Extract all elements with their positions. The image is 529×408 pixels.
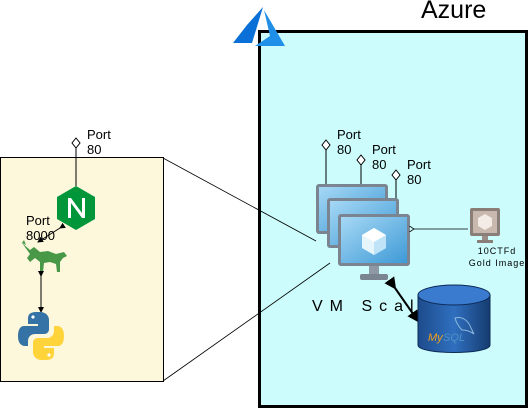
gold-image-label: 10CTFd Gold Image [468, 246, 526, 268]
nginx-gunicorn-arrow [37, 222, 66, 243]
svg-text:My: My [428, 332, 444, 344]
mysql-database-icon: My SQL [417, 284, 491, 353]
vm-port-label-1: Port 80 [337, 127, 361, 157]
svg-text:SQL: SQL [443, 332, 465, 344]
vm-port-label-3: Port 80 [407, 157, 431, 187]
azure-logo-icon [233, 7, 285, 46]
zoom-line-top [162, 157, 317, 242]
nginx-port-label: Port 80 [87, 127, 111, 157]
vm-port-label-2: Port 80 [372, 142, 396, 172]
python-icon [18, 312, 64, 360]
zoom-line-bottom [162, 262, 331, 382]
gold-image-icon [470, 208, 500, 243]
vm-monitor-icon [316, 184, 410, 280]
vm-port-pin-1 [321, 139, 331, 186]
nginx-port-pin [71, 137, 81, 186]
vm-mysql-arrow [384, 276, 420, 323]
azure-title: Azure [421, 0, 487, 24]
gunicorn-unicorn-icon [22, 240, 67, 272]
nginx-icon [57, 186, 95, 230]
